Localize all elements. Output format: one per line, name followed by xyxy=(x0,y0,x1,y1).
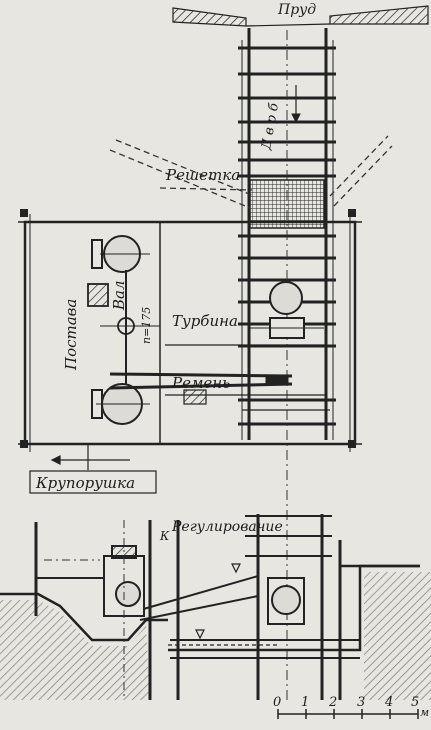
grate-block xyxy=(249,179,325,229)
section-machine xyxy=(103,545,305,625)
centerline-bottom xyxy=(44,520,125,700)
scale-tick-3: 3 xyxy=(357,695,365,710)
huller-label: Крупорушка xyxy=(35,474,135,492)
section-posts xyxy=(34,514,342,700)
pond-label: Пруд xyxy=(277,2,316,18)
ground-hatch-left xyxy=(0,600,150,700)
shaft-rpm-label: n=175 xyxy=(140,307,153,344)
huller-box xyxy=(29,470,157,494)
scale-tick-4: 4 xyxy=(384,695,393,710)
shaft-gear xyxy=(87,270,160,384)
water-level-markers xyxy=(168,563,280,646)
belt xyxy=(109,372,293,390)
ground-hatch-right xyxy=(364,572,431,700)
millstone-top xyxy=(91,235,150,273)
belt-tensioner xyxy=(183,389,207,405)
scale-tick-0: 0 xyxy=(273,695,281,710)
millstone-bottom xyxy=(91,383,150,425)
turbine-label: Турбина xyxy=(172,312,238,330)
flow-arrow xyxy=(291,85,301,124)
shaft-label: Вал xyxy=(110,280,128,311)
ground-profile xyxy=(0,564,420,652)
pond-banks xyxy=(172,5,429,27)
huller-leader xyxy=(50,444,130,470)
scale-bar xyxy=(277,709,419,719)
scale-tick-2: 2 xyxy=(328,695,337,710)
section-beams xyxy=(36,515,360,659)
scale-units: м xyxy=(420,706,429,719)
grate-label: Решетка xyxy=(165,166,240,184)
regulating-label: Регулировачие xyxy=(171,519,283,535)
section-marker-k: К xyxy=(159,529,170,543)
millstones-label: Постава xyxy=(62,299,80,371)
pipe-marker: Д в р б xyxy=(259,102,282,152)
grate-dashed-lines xyxy=(109,135,393,209)
frame-post-markers xyxy=(20,209,356,448)
scale-tick-5: 5 xyxy=(411,695,419,710)
scale-tick-1: 1 xyxy=(301,695,309,710)
turbine-unit xyxy=(250,281,324,339)
belt-label: Ремень xyxy=(171,374,230,392)
